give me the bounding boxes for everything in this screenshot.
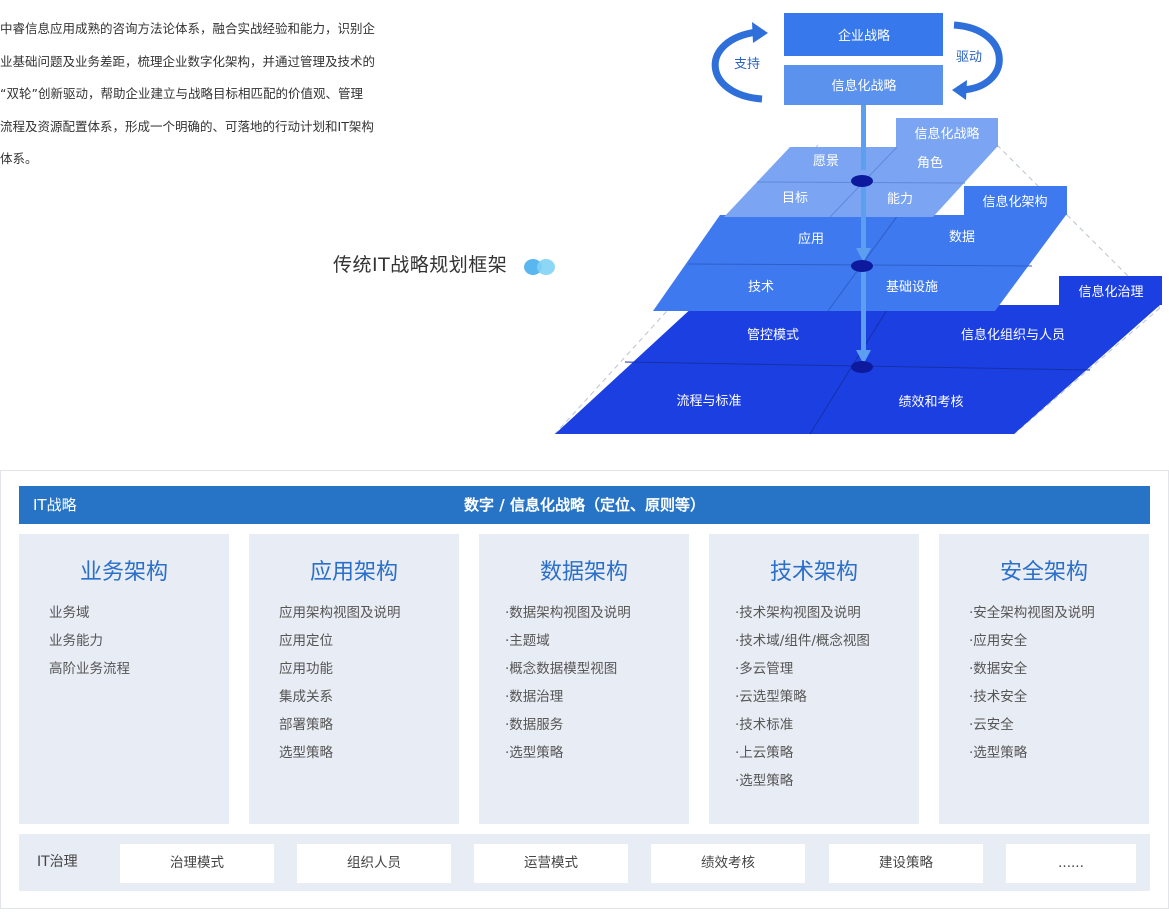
list-item: 应用架构视图及说明: [279, 605, 401, 621]
list-item: ·应用安全: [969, 633, 1028, 649]
column-title: 安全架构: [999, 560, 1088, 585]
vertical-flow-arrows: [856, 104, 871, 364]
tag-strategy-box: [896, 118, 998, 147]
list-item: 业务能力: [49, 633, 103, 649]
support-arrow-icon: [711, 22, 768, 103]
list-item: ·数据服务: [505, 717, 564, 733]
column-title: 业务架构: [79, 560, 168, 585]
governance-item-more: ......: [1006, 844, 1136, 883]
tag-architecture-box: [964, 186, 1067, 215]
governance-item: 绩效考核: [651, 844, 805, 883]
list-item: ·概念数据模型视图: [505, 661, 618, 677]
layer2-data: 数据: [949, 230, 975, 245]
list-item: ·技术域/组件/概念视图: [735, 633, 870, 649]
list-item: 高阶业务流程: [49, 661, 130, 677]
list-item: 部署策略: [279, 717, 333, 733]
layer2-application: 应用: [798, 231, 824, 247]
column-title: 应用架构: [309, 560, 398, 585]
intro-line: 流程及资源配置体系，形成一个明确的、可落地的行动计划和IT架构: [0, 118, 374, 134]
governance-item: 治理模式: [120, 844, 274, 883]
bubbles-icon: [524, 259, 555, 275]
enterprise-strategy-label: 企业战略: [838, 28, 890, 44]
column-security-architecture: 安全架构 ·安全架构视图及说明 ·应用安全 ·数据安全 ·技术安全 ·云安全 ·…: [939, 534, 1149, 824]
it-strategy-bar: IT战略 数字 / 信息化战略（定位、原则等）: [19, 486, 1150, 524]
list-item: ·安全架构视图及说明: [969, 605, 1095, 621]
governance-item: 运营模式: [474, 844, 628, 883]
list-item: 应用功能: [279, 661, 333, 677]
it-strategy-title: 数字 / 信息化战略（定位、原则等）: [464, 496, 705, 514]
it-strategy-box: [784, 65, 943, 105]
layer3-process-standard: 流程与标准: [676, 394, 741, 409]
layer3-performance: 绩效和考核: [898, 395, 963, 410]
intro-line: 业基础问题及业务差距，梳理企业数字化架构，并通过管理及技术的: [0, 53, 376, 69]
it-governance-label: IT治理: [37, 854, 78, 870]
layer1-goal: 目标: [782, 191, 808, 206]
intro-line: 中睿信息应用成熟的咨询方法论体系，融合实战经验和能力，识别企: [0, 21, 376, 36]
layer2-technology: 技术: [748, 280, 774, 295]
enterprise-strategy-box: [784, 13, 943, 56]
list-item: ·技术安全: [969, 689, 1028, 705]
layer1-vision: 愿景: [813, 154, 839, 169]
list-item: ·选型策略: [969, 745, 1028, 761]
list-item: 业务域: [49, 605, 90, 621]
list-item: ·云安全: [969, 717, 1014, 733]
tag-architecture: 信息化架构: [982, 194, 1047, 210]
intro-line: 体系。: [0, 151, 38, 166]
list-item: ·技术架构视图及说明: [735, 605, 861, 621]
column-application-architecture: 应用架构 应用架构视图及说明 应用定位 应用功能 集成关系 部署策略 选型策略: [249, 534, 459, 824]
list-item: 集成关系: [279, 689, 333, 705]
list-item: 选型策略: [279, 745, 333, 761]
governance-item: 组织人员: [297, 844, 451, 883]
list-item: ·多云管理: [735, 661, 794, 677]
drive-arrow-icon: [952, 21, 1003, 100]
intro-text: 中睿信息应用成熟的咨询方法论体系，融合实战经验和能力，识别企 业基础问题及业务差…: [0, 13, 430, 176]
tag-governance: 信息化治理: [1078, 284, 1143, 300]
list-item: ·数据治理: [505, 689, 564, 705]
connection-dots: [851, 175, 873, 373]
list-item: ·数据安全: [969, 661, 1028, 677]
it-strategy-label: 信息化战略: [831, 78, 896, 94]
it-strategy-label-left: IT战略: [33, 496, 77, 514]
intro-line: “双轮”创新驱动，帮助企业建立与战略目标相匹配的价值观、管理: [0, 86, 363, 101]
column-title: 技术架构: [769, 560, 858, 585]
it-governance-bar: IT治理 治理模式 组织人员 运营模式 绩效考核 建设策略 ......: [19, 834, 1150, 891]
list-item: ·上云策略: [735, 745, 794, 761]
layer3-org-people: 信息化组织与人员: [961, 327, 1065, 343]
tag-strategy: 信息化战略: [914, 126, 979, 142]
list-item: ·选型策略: [505, 745, 564, 761]
list-item: 应用定位: [279, 633, 333, 649]
governance-item: 建设策略: [829, 844, 983, 883]
column-business-architecture: 业务架构 业务域 业务能力 高阶业务流程: [19, 534, 229, 824]
framework-title: 传统IT战略规划框架: [333, 254, 508, 276]
tag-governance-box: [1059, 276, 1162, 305]
list-item: ·数据架构视图及说明: [505, 605, 631, 621]
layer2-infrastructure: 基础设施: [886, 280, 938, 295]
strategy-pyramid-diagram: 管控模式 信息化组织与人员 流程与标准 绩效和考核 应用 数据 技术 基础设施 …: [554, 13, 1162, 435]
layer1-role: 角色: [917, 155, 943, 171]
layer1-capability: 能力: [887, 192, 913, 207]
list-item: ·云选型策略: [735, 689, 807, 705]
column-data-architecture: 数据架构 ·数据架构视图及说明 ·主题域 ·概念数据模型视图 ·数据治理 ·数据…: [479, 534, 689, 824]
support-label: 支持: [734, 57, 760, 72]
list-item: ·选型策略: [735, 773, 794, 789]
column-title: 数据架构: [539, 560, 628, 585]
drive-label: 驱动: [956, 50, 982, 65]
list-item: ·主题域: [505, 633, 550, 649]
layer3-control-mode: 管控模式: [747, 328, 799, 343]
column-technology-architecture: 技术架构 ·技术架构视图及说明 ·技术域/组件/概念视图 ·多云管理 ·云选型策…: [709, 534, 919, 824]
list-item: ·技术标准: [735, 717, 794, 733]
